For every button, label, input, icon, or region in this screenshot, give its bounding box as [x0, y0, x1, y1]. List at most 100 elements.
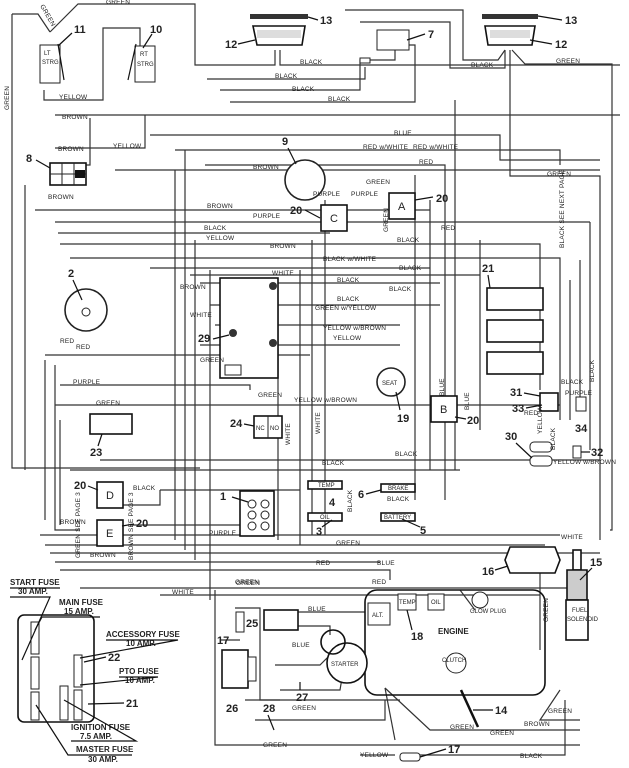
callout-32: 32 — [591, 447, 603, 459]
callout-16: 16 — [482, 566, 494, 578]
wire-label: BLACK — [292, 86, 315, 93]
wire-label: GREEN — [106, 0, 130, 6]
wire-label: RED — [524, 410, 538, 417]
indicator-lights: TEMP 4 BRAKE 6 OIL 3 BATTERY 5 — [307, 480, 426, 538]
engine: ENGINE ALT. TEMP 18 OIL GLOW PLUG CLUTCH… — [320, 589, 546, 696]
callout-12-left: 12 — [225, 39, 237, 51]
wire-label: GREEN — [556, 58, 580, 65]
relay-c: C 20 — [290, 204, 348, 232]
alt-label: ALT. — [372, 613, 384, 619]
callout-20-a: 20 — [436, 193, 448, 205]
wire-label: GREEN — [263, 742, 287, 749]
seat-label: SEAT — [382, 381, 398, 387]
wire-label: BROWN — [524, 721, 550, 728]
lt-strg-label-2: STRG — [42, 60, 59, 66]
callout-31: 31 — [510, 387, 522, 399]
components-30-34: 31 33 30 34 32 — [505, 387, 603, 467]
wire-label: BLACK — [471, 62, 494, 69]
fuse-box-21: 22 21 — [17, 614, 138, 723]
fuel-solenoid-label-2: SOLENOID — [567, 617, 599, 623]
rt-strg-label-2: STRG — [137, 62, 154, 68]
fuel-solenoid-label: FUEL — [572, 608, 588, 614]
wire-label: RED — [372, 579, 386, 586]
wire-label: BLACK — [347, 489, 354, 512]
callout-27: 27 — [296, 692, 308, 704]
wire-label: GREEN — [450, 724, 474, 731]
wire-label: BROWN — [60, 519, 86, 526]
wire-label: BLUE — [308, 606, 326, 613]
hour-meter-2: 2 — [64, 268, 108, 332]
wire-label: BLACK — [328, 96, 351, 103]
rt-steering-switch: RT STRG 10 — [127, 24, 162, 83]
callout-11: 11 — [74, 24, 86, 36]
wire-label: RED — [60, 338, 74, 345]
connector-8: 8 — [26, 153, 87, 186]
wire-label: BLACK — [204, 225, 227, 232]
wire-label: PURPLE — [313, 191, 341, 198]
relay-a-letter: A — [398, 201, 406, 213]
wire-label: PURPLE — [253, 213, 281, 220]
relay-b: B 20 — [430, 395, 479, 427]
callout-13-right: 13 — [565, 15, 577, 27]
wire-label: BLACK — [589, 359, 596, 382]
headlight-left: 13 12 — [225, 14, 332, 51]
start-fuse-amp: 30 AMP. — [18, 587, 48, 596]
wire-label: BLACK — [399, 265, 422, 272]
wire-label: BLUE — [394, 130, 412, 137]
wire-label: BLACK — [275, 73, 298, 80]
lt-steering-switch: LT STRG 11 — [39, 24, 86, 84]
component-7: 7 — [359, 29, 434, 64]
wire-label: BLUE — [439, 378, 446, 396]
wire-label: BLUE — [377, 560, 395, 567]
wire-label: RED — [419, 159, 433, 166]
callout-23: 23 — [90, 447, 102, 459]
callout-20-b: 20 — [467, 415, 479, 427]
glow-plug-label: GLOW PLUG — [470, 609, 507, 615]
oil-sensor-label: OIL — [431, 600, 441, 606]
wire-label: RED w/WHITE — [363, 144, 409, 151]
callout-3: 3 — [316, 526, 322, 538]
wire-label: WHITE — [315, 412, 322, 434]
start-fuse-label: START FUSE — [10, 578, 60, 587]
wire-label: BLACK — [520, 753, 543, 760]
wire-label: GREEN — [366, 179, 390, 186]
wire-label: BROWN SEE PAGE 3 — [128, 492, 135, 560]
wire-label: BLACK SEE NEXT PAGE — [559, 169, 566, 248]
component-14: 14 — [459, 689, 508, 728]
wire-label: BLACK — [397, 237, 420, 244]
wire-label: PURPLE — [209, 530, 237, 537]
callout-20-c: 20 — [290, 205, 302, 217]
wire-label: RED w/WHITE — [413, 144, 459, 151]
wire-label: WHITE — [272, 270, 294, 277]
wire-labels: GREEN GREEN GREEN YELLOW BLACK BLACK BLA… — [4, 0, 616, 760]
relay-b-letter: B — [440, 404, 447, 416]
relay-c-letter: C — [330, 213, 338, 225]
wire-label: BLACK — [300, 59, 323, 66]
main-fuse-label: MAIN FUSE — [59, 598, 104, 607]
wire-label: YELLOW w/BROWN — [294, 397, 357, 404]
callout-29: 29 — [198, 333, 210, 345]
callout-7: 7 — [428, 29, 434, 41]
headlight-right: 13 12 — [482, 14, 577, 51]
wire-label: RED — [441, 225, 455, 232]
wire-label: GREEN — [200, 357, 224, 364]
callout-20-d: 20 — [74, 480, 86, 492]
relay-a: A 20 — [388, 192, 448, 220]
wire-label: YELLOW w/BROWN — [323, 325, 386, 332]
ignition-fuse-amp: 7.5 AMP. — [80, 732, 112, 741]
module-29: 29 — [198, 277, 279, 379]
accessory-fuse-amp: 10 AMP. — [126, 639, 156, 648]
light-5-label: BATTERY — [384, 515, 411, 521]
wire-label: WHITE — [190, 312, 212, 319]
wire-label: GREEN — [258, 392, 282, 399]
wire-label: GREEN — [543, 598, 550, 622]
master-fuse-amp: 30 AMP. — [88, 755, 118, 764]
rt-strg-label: RT — [140, 52, 148, 58]
wire-label: BROWN — [180, 284, 206, 291]
wire-label: GREEN — [38, 4, 56, 28]
wire-label: GREEN — [4, 86, 11, 110]
light-6-label: BRAKE — [388, 486, 408, 492]
wire-label: YELLOW — [113, 143, 142, 150]
starter-label: STARTER — [331, 662, 359, 668]
